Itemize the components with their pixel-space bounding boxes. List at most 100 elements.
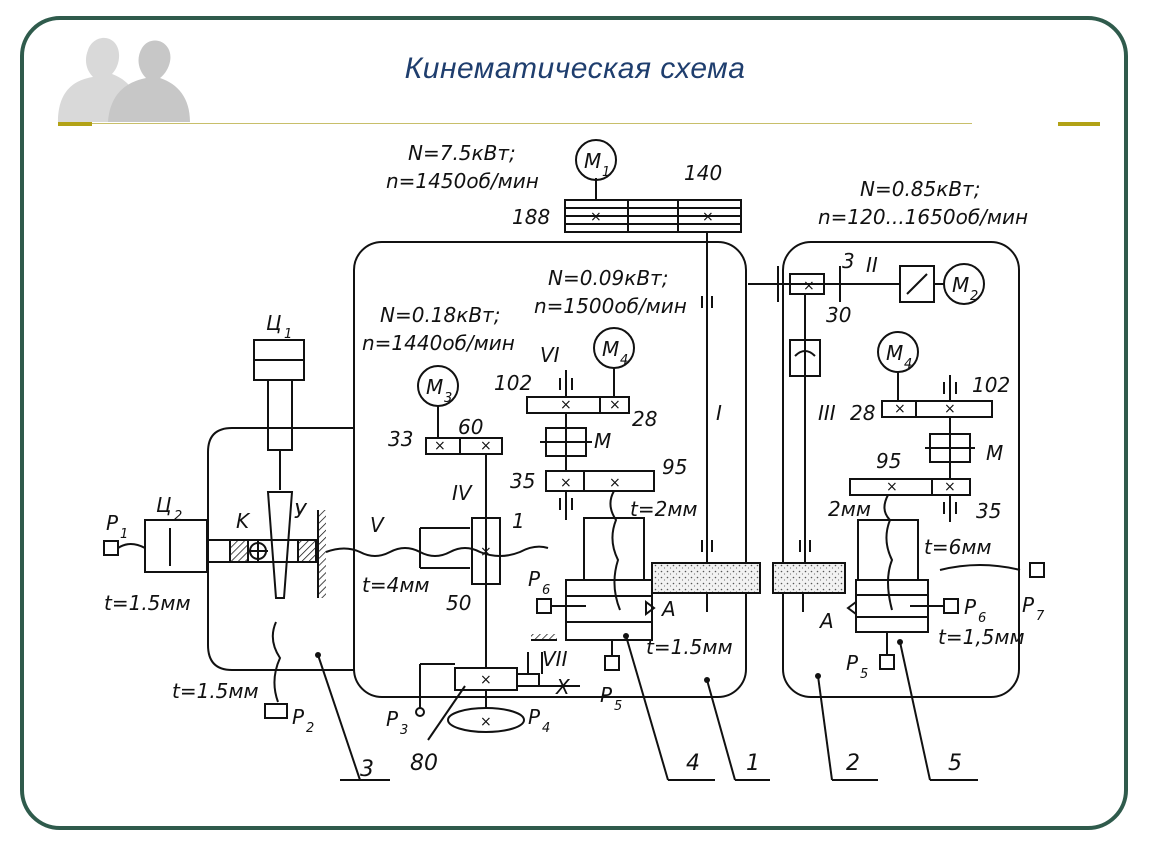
shaft-VII-label: VII [542, 647, 568, 671]
lever-k [266, 491, 294, 599]
callout-3: 3 [360, 757, 374, 782]
sensor-p6-left-icon [536, 598, 552, 614]
num-95-right: 95 [876, 449, 901, 473]
m3-speed: n=1440об/мин [362, 331, 515, 355]
sensor-p1-label: P [106, 511, 119, 535]
sensor-p3-label: P [386, 707, 399, 731]
svg-text:×: × [434, 438, 446, 454]
pitch-t15-right: t=1,5мм [938, 625, 1025, 649]
gear-33 [425, 437, 503, 455]
svg-text:×: × [590, 209, 602, 225]
grinding-wheel-right [772, 562, 846, 594]
num-102-right: 102 [972, 373, 1010, 397]
sensor-p6-right-label: P [964, 595, 977, 619]
svg-text:×: × [886, 479, 898, 495]
pitch-t15-bottom: t=1.5мм [172, 679, 259, 703]
shaft-V-label: V [370, 513, 385, 537]
num-33: 33 [388, 427, 413, 451]
svg-text:×: × [944, 479, 956, 495]
worm-30 [789, 339, 821, 377]
num-60: 60 [458, 415, 483, 439]
letter-k: K [236, 509, 251, 533]
m4-power: N=0.09кВт; [548, 266, 668, 290]
letter-m-right: M [986, 441, 1003, 465]
sensor-p5-left-icon [604, 655, 620, 671]
callout-80: 80 [410, 751, 438, 776]
motor-m1-sub: 1 [602, 165, 610, 180]
shaft-II-label: II [866, 253, 878, 277]
sensor-p2-sub: 2 [306, 721, 314, 736]
sensor-p5-right-sub: 5 [860, 667, 868, 682]
cylinder-c2-label: Ц [156, 493, 172, 517]
m1-speed: n=1450об/мин [386, 169, 539, 193]
shaft-VI-label: VI [540, 343, 560, 367]
motor-m3-label: M [426, 375, 443, 399]
worm-wheel-1 [471, 517, 501, 585]
sensor-p1-icon [103, 540, 119, 556]
page-title: Кинематическая схема [404, 52, 746, 85]
gear-35-left [545, 470, 655, 492]
title-rule [92, 123, 972, 124]
slide-frame [20, 16, 1128, 830]
sensor-p7-icon [1029, 562, 1045, 578]
letter-m-left: M [594, 429, 611, 453]
letter-u: У [294, 499, 308, 523]
num-3: 3 [842, 249, 855, 273]
pitch-t15-left: t=1.5мм [104, 591, 191, 615]
sensor-p3-icon [415, 707, 425, 717]
cylinder-c1-sub: 1 [284, 327, 292, 342]
sensor-p4-sub: 4 [542, 721, 550, 736]
m1-power: N=7.5кВт; [408, 141, 516, 165]
letter-a-left: A [660, 597, 676, 621]
num-188: 188 [512, 205, 550, 229]
svg-text:×: × [480, 544, 492, 560]
num-30: 30 [826, 303, 851, 327]
sensor-p6-right-icon [943, 598, 959, 614]
motor-m4-left-label: M [602, 337, 619, 361]
num-35-left: 35 [510, 469, 535, 493]
sensor-p1-sub: 1 [120, 527, 128, 542]
sensor-p4-label: P [528, 705, 541, 729]
housing-2 [782, 241, 1020, 698]
motor-m4-left-sub: 4 [620, 353, 628, 368]
sensor-p5-left-label: P [600, 683, 613, 707]
shaft-I-label: I [716, 401, 722, 425]
shaft-X-label: X [555, 675, 571, 699]
pitch-t2: t=2мм [630, 497, 698, 521]
sensor-p7-sub: 7 [1036, 609, 1045, 624]
m2-power: N=0.85кВт; [860, 177, 980, 201]
sensor-p7-label: P [1022, 593, 1035, 617]
m4-speed: n=1500об/мин [534, 294, 687, 318]
table-left [565, 579, 653, 641]
callout-2: 2 [846, 751, 860, 776]
callout-5: 5 [948, 751, 962, 776]
num-28-right: 28 [850, 401, 875, 425]
grinding-wheel-left [651, 562, 761, 594]
title-rule-accent-left [58, 122, 92, 126]
sensor-p6-left-sub: 6 [542, 583, 550, 598]
svg-text:×: × [702, 209, 714, 225]
pitch-t4: t=4мм [362, 573, 430, 597]
motor-m2-sub: 2 [970, 289, 978, 304]
sensor-p6-left-label: P [528, 567, 541, 591]
pitch-t15-mid: t=1.5мм [646, 635, 733, 659]
sensor-p6-right-sub: 6 [978, 611, 986, 626]
pitch-2mm: 2мм [828, 497, 871, 521]
pitch-t6: t=6мм [924, 535, 992, 559]
m3-power: N=0.18кВт; [380, 303, 500, 327]
num-50: 50 [446, 591, 471, 615]
num-95-left: 95 [662, 455, 687, 479]
cylinder-c2-sub: 2 [174, 509, 182, 524]
num-140: 140 [684, 161, 722, 185]
svg-text:×: × [560, 475, 572, 491]
shaft-IV-label: IV [452, 481, 473, 505]
svg-text:×: × [480, 714, 492, 730]
title-rule-accent-right [1058, 122, 1100, 126]
svg-text:×: × [944, 401, 956, 417]
motor-m3-sub: 3 [444, 391, 452, 406]
motor-m4-right-label: M [886, 341, 903, 365]
motor-m1-icon [575, 139, 617, 181]
clutch-x [516, 673, 540, 687]
callout-1: 1 [746, 751, 760, 776]
